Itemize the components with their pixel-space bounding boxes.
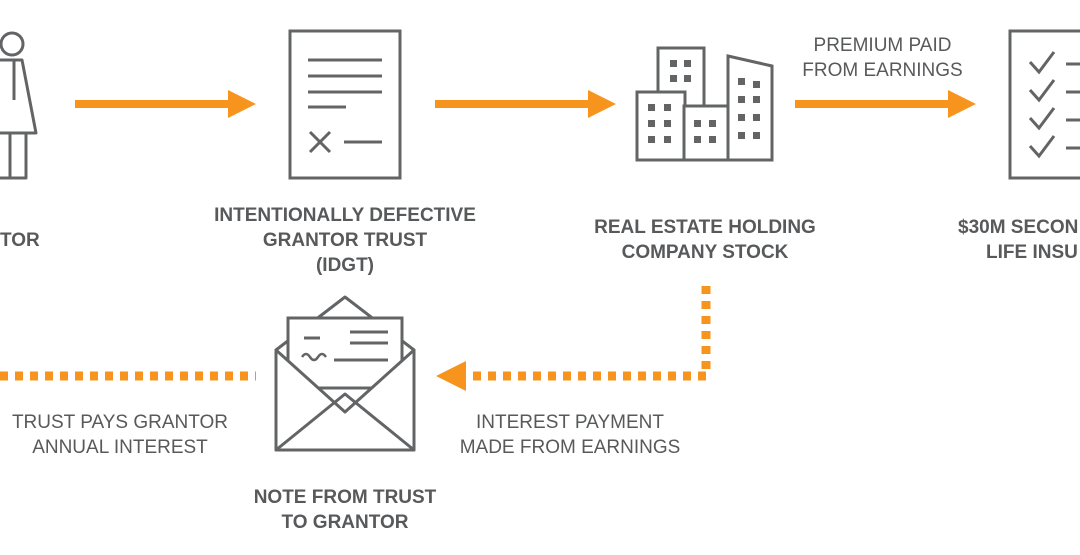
insurance-label-line1: $30M SECON (958, 217, 1079, 238)
grantor-label-line1: TOR (0, 230, 40, 251)
interest-payment-label: INTEREST PAYMENT MADE FROM EARNINGS (440, 410, 700, 460)
trust-pays-label-line2: ANNUAL INTEREST (32, 437, 208, 458)
insurance-label: $30M SECON LIFE INSU (958, 215, 1080, 265)
premium-label: PREMIUM PAID FROM EARNINGS (780, 33, 985, 83)
arrow-stock-to-insurance (795, 90, 976, 118)
trust-pays-label: TRUST PAYS GRANTOR ANNUAL INTEREST (0, 410, 240, 460)
premium-label-line2: FROM EARNINGS (802, 60, 963, 81)
grantor-label: TOR (0, 228, 40, 253)
stock-label-line1: REAL ESTATE HOLDING (594, 217, 816, 238)
envelope-icon (274, 295, 416, 452)
stock-label: REAL ESTATE HOLDING COMPANY STOCK (565, 215, 845, 265)
insurance-label-line2: LIFE INSU (986, 242, 1078, 263)
buildings-icon (635, 46, 774, 162)
note-label-line2: TO GRANTOR (281, 512, 409, 533)
arrow-grantor-to-trust (75, 90, 256, 118)
interest-payment-label-line1: INTEREST PAYMENT (476, 412, 664, 433)
arrow-trust-to-stock (435, 90, 616, 118)
note-label-line1: NOTE FROM TRUST (253, 487, 437, 508)
person-icon (0, 31, 38, 180)
trust-label: INTENTIONALLY DEFECTIVE GRANTOR TRUST (I… (195, 203, 495, 278)
trust-label-line3: (IDGT) (315, 255, 375, 276)
stock-label-line2: COMPANY STOCK (621, 242, 789, 263)
trust-label-line1: INTENTIONALLY DEFECTIVE (214, 205, 476, 226)
trust-label-line2: GRANTOR TRUST (262, 230, 428, 251)
note-label: NOTE FROM TRUST TO GRANTOR (215, 485, 475, 535)
trust-pays-label-line1: TRUST PAYS GRANTOR (11, 412, 229, 433)
checklist-icon (1008, 29, 1080, 180)
document-icon (288, 29, 402, 180)
dotted-arrow-stock-to-note (436, 286, 711, 391)
premium-label-line1: PREMIUM PAID (813, 35, 952, 56)
interest-payment-label-line2: MADE FROM EARNINGS (459, 437, 681, 458)
